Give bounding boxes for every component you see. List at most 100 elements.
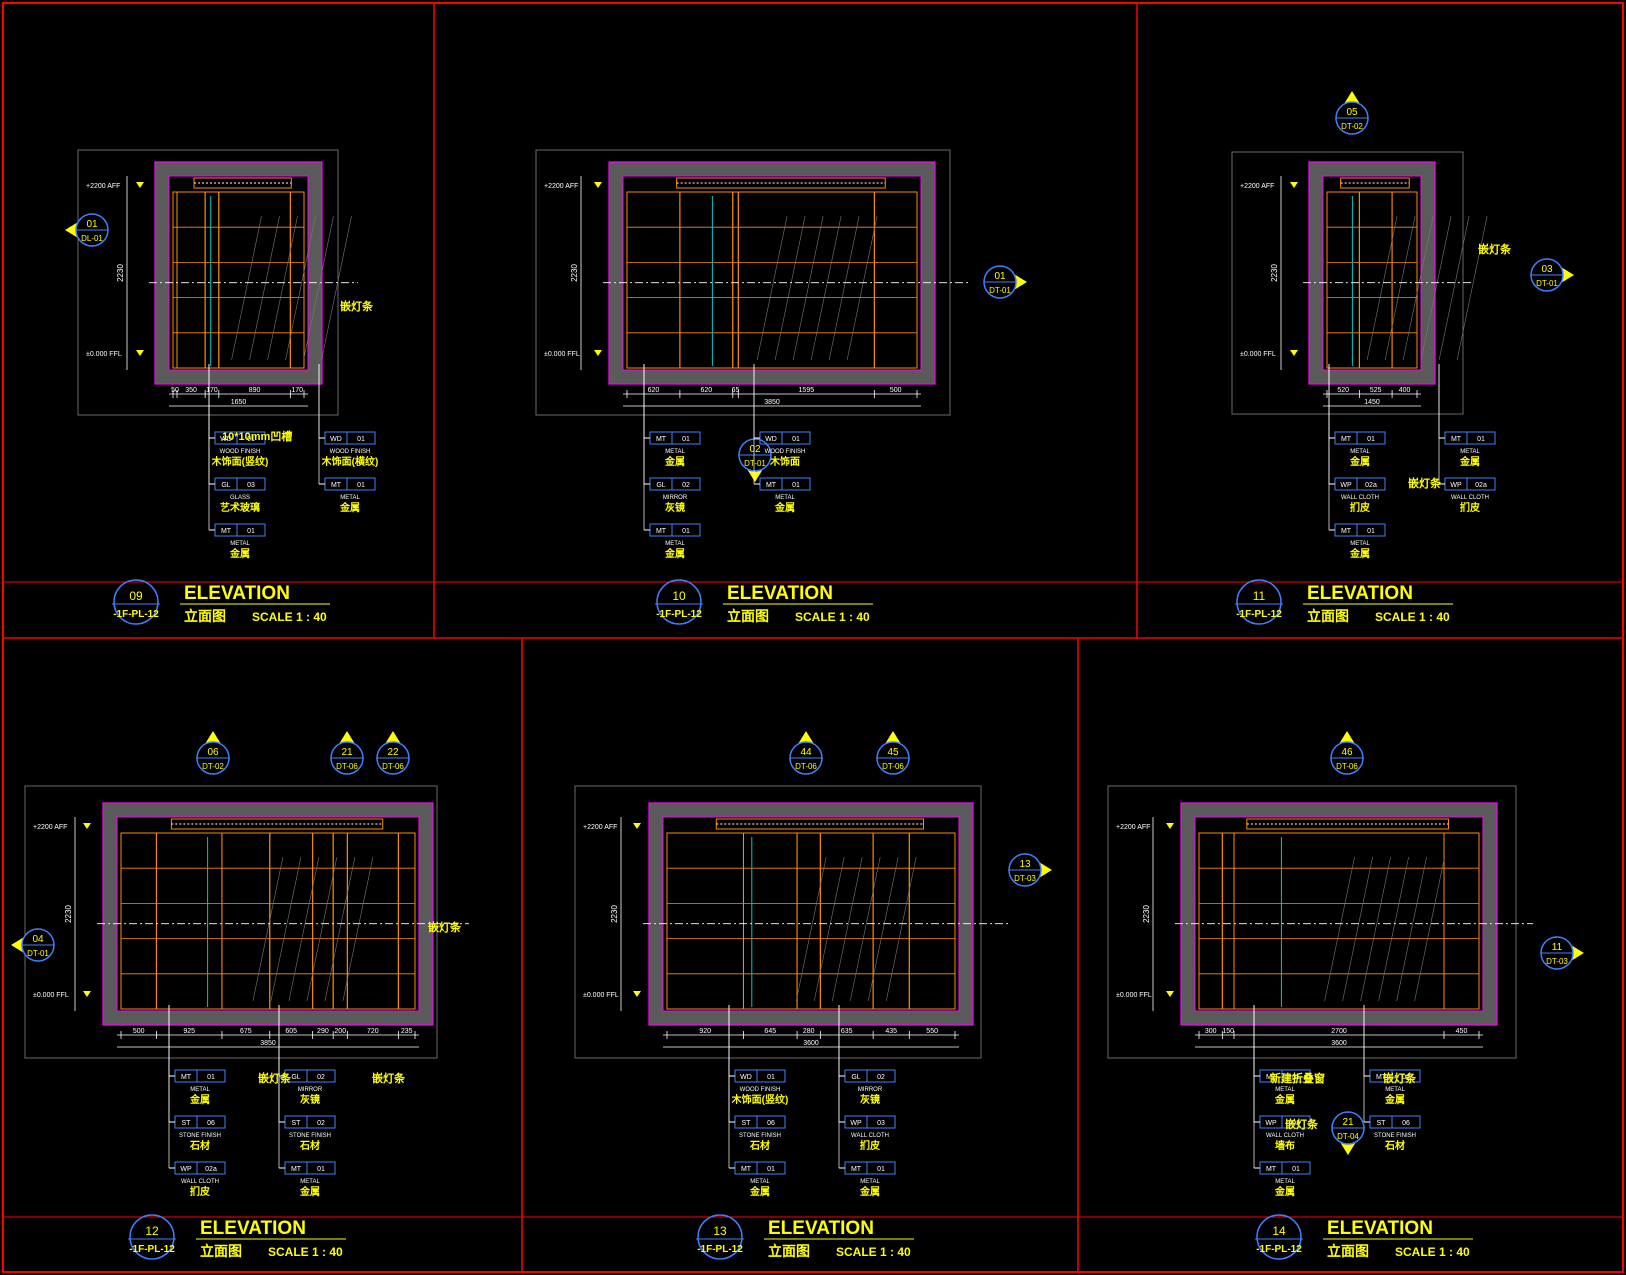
material-name-cn: 金属 xyxy=(339,501,360,514)
drawing-scale: SCALE 1 : 40 xyxy=(1375,610,1450,624)
material-name-en: WOOD FINISH xyxy=(740,1087,781,1093)
title-circle xyxy=(1256,1214,1302,1260)
material-code: MT xyxy=(1341,436,1352,443)
material-code: MT xyxy=(181,1074,192,1081)
note-text: 嵌灯条 xyxy=(340,299,374,313)
material-number-box xyxy=(1391,1115,1421,1129)
drawing-title: ELEVATION xyxy=(1307,583,1413,604)
material-number: 01 xyxy=(1292,1120,1300,1127)
material-number-box xyxy=(196,1115,226,1129)
level-arrow-icon xyxy=(136,350,144,356)
title-circle xyxy=(656,579,702,625)
drawing-title: ELEVATION xyxy=(200,1218,306,1239)
mirror-hatch xyxy=(1324,856,1355,1002)
callout-reference: DT-01 xyxy=(1536,279,1558,288)
material-code: WD xyxy=(220,436,232,443)
room-interior xyxy=(116,816,420,1012)
material-name-cn: 金属 xyxy=(1459,455,1480,468)
material-number: 01 xyxy=(247,528,255,535)
level-arrow-icon xyxy=(136,182,144,188)
material-number-box xyxy=(1281,1161,1311,1175)
material-name-en: METAL xyxy=(1275,1087,1295,1093)
material-name-cn: 艺术玻璃 xyxy=(220,501,260,514)
mirror-hatch xyxy=(1384,215,1416,361)
level-bottom: ±0.000 FFL xyxy=(1116,992,1152,999)
dimension-value: 525 xyxy=(1370,387,1382,394)
dimension-value: 435 xyxy=(885,1028,897,1035)
mirror-hatch xyxy=(1456,215,1488,361)
material-name-cn: 金属 xyxy=(1274,1093,1295,1106)
drawing-boundary xyxy=(24,785,438,1059)
mirror-hatch xyxy=(774,215,806,361)
material-code: MT xyxy=(291,1166,302,1173)
drawing-number: 11 xyxy=(1253,589,1266,603)
callout-number: 06 xyxy=(207,747,219,758)
dimension-value: 50 xyxy=(171,387,179,394)
material-number-box xyxy=(671,477,701,491)
mirror-hatch xyxy=(867,856,899,1002)
material-number: 01 xyxy=(767,1166,775,1173)
material-name-en: METAL xyxy=(190,1087,210,1093)
dimension-value: 620 xyxy=(648,387,660,394)
material-number: 06 xyxy=(207,1120,215,1127)
callout-reference: DT-03 xyxy=(1014,874,1036,883)
mirror-hatch xyxy=(1396,856,1427,1002)
material-name-cn: 金属 xyxy=(774,501,795,514)
material-name-en: METAL xyxy=(665,541,685,547)
material-number-box xyxy=(866,1115,896,1129)
material-number-box xyxy=(866,1069,896,1083)
material-name-en: WALL CLOTH xyxy=(1451,495,1489,501)
level-bottom: ±0.000 FFL xyxy=(33,992,69,999)
height-dimension-value: 2230 xyxy=(610,905,619,923)
drawing-subtitle: 立面图 xyxy=(727,608,769,624)
level-arrow-icon xyxy=(1166,823,1174,829)
material-code: GL xyxy=(291,1074,300,1081)
dimension-value: 280 xyxy=(803,1028,815,1035)
material-name-cn: 金属 xyxy=(229,547,250,560)
callout-reference: DL-01 xyxy=(81,234,103,243)
material-number: 02 xyxy=(877,1074,885,1081)
material-number-box xyxy=(671,431,701,445)
material-name-cn: 金属 xyxy=(749,1185,770,1198)
height-dimension-value: 2230 xyxy=(1270,264,1279,282)
mirror-hatch xyxy=(249,215,280,361)
mirror-hatch xyxy=(792,215,824,361)
material-name-en: MIRROR xyxy=(298,1087,323,1093)
mirror-hatch xyxy=(849,856,881,1002)
material-name-en: WOOD FINISH xyxy=(765,449,806,455)
callout-reference: DT-06 xyxy=(382,762,404,771)
level-top: +2200 AFF xyxy=(86,183,120,190)
material-number-box xyxy=(196,1161,226,1175)
note-text: 嵌灯条 xyxy=(1408,476,1442,490)
material-code: MT xyxy=(766,482,777,489)
material-number: 01 xyxy=(1402,1074,1410,1081)
material-number-box xyxy=(346,431,376,445)
material-code: WP xyxy=(1265,1120,1277,1127)
material-name-en: METAL xyxy=(1460,449,1480,455)
material-number: 01 xyxy=(207,1074,215,1081)
note-text: 嵌灯条 xyxy=(1285,1117,1319,1131)
drawing-title: ELEVATION xyxy=(768,1218,874,1239)
finish-panel xyxy=(397,832,416,1010)
mirror-hatch xyxy=(813,856,845,1002)
mirror-hatch xyxy=(1414,856,1445,1002)
level-arrow-icon xyxy=(633,991,641,997)
material-number: 02a xyxy=(1475,482,1487,489)
drawing-scale: SCALE 1 : 40 xyxy=(1395,1245,1470,1259)
level-bottom: ±0.000 FFL xyxy=(86,351,122,358)
